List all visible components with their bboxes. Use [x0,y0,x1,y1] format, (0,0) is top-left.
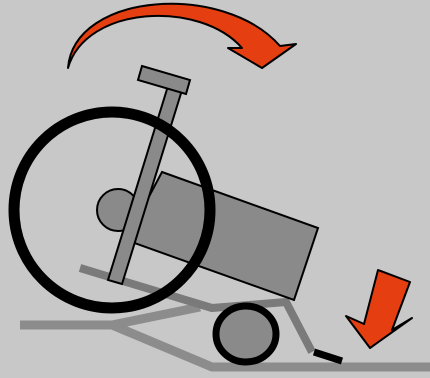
front-caster-wheel [216,306,276,362]
